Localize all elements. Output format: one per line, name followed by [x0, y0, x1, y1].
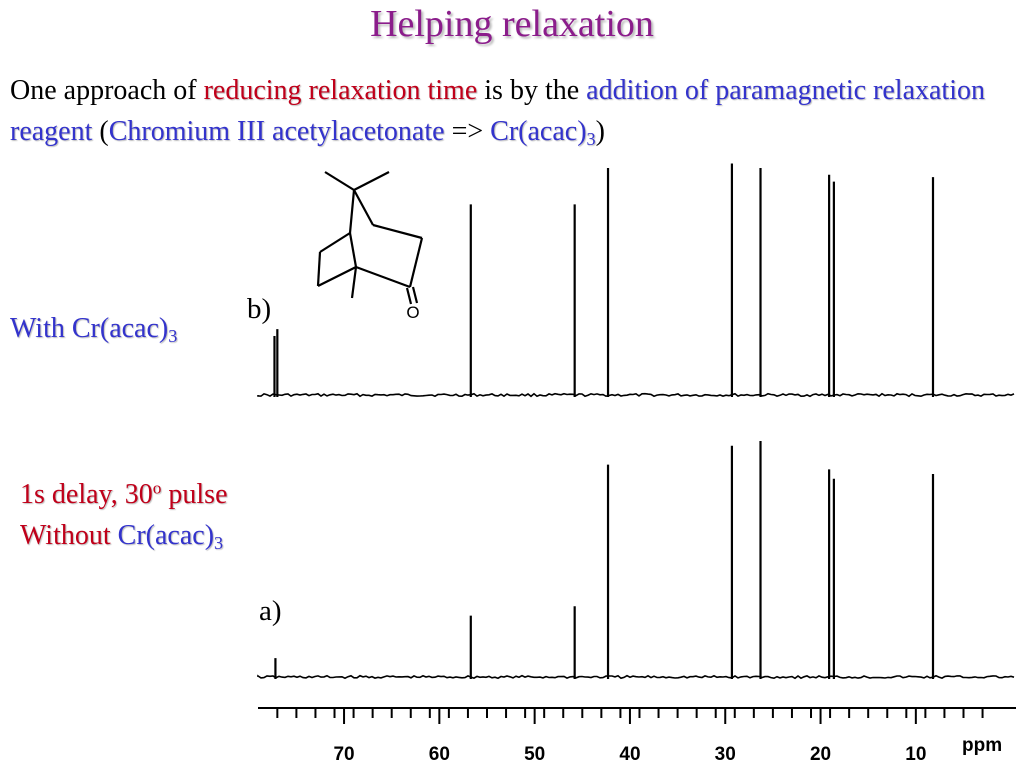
without-text: Without	[20, 520, 118, 551]
spectrum-baseline	[257, 392, 1015, 398]
slide-title: Helping relaxation	[370, 3, 654, 45]
ppm-tick-label: 30	[715, 744, 736, 765]
label-with-subscript: 3	[168, 326, 178, 347]
intro-highlight-chromium: Chromium III acetylacetonate	[108, 116, 445, 147]
formula-text: Cr(acac)	[490, 116, 587, 147]
molecule-double-bond	[405, 287, 413, 305]
intro-segment: is by the	[477, 75, 587, 106]
intro-highlight-formula: Cr(acac)3	[490, 116, 596, 150]
intro-highlight-reagent: addition of paramagnetic relaxation reag…	[10, 75, 985, 147]
label-without-line1: 1s delay, 30o pulse	[20, 474, 228, 515]
formula-subscript: 3	[586, 129, 596, 150]
label-with-reagent: With Cr(acac)3	[10, 308, 177, 349]
ppm-tick-label: 50	[524, 744, 545, 765]
ppm-tick-label: 60	[429, 744, 450, 765]
ppm-tick-label: 40	[619, 744, 640, 765]
molecule-bond	[408, 237, 424, 288]
intro-segment: One approach of	[10, 75, 204, 106]
molecule-bond	[317, 266, 357, 287]
label-with-text: With Cr(acac)	[10, 313, 169, 344]
without-formula: Cr(acac)	[117, 520, 215, 551]
label-without-line2: Without Cr(acac)3	[20, 515, 228, 556]
ppm-tick-label: 70	[333, 744, 354, 765]
panel-label: a)	[259, 595, 282, 627]
intro-segment: )	[595, 116, 605, 147]
molecule-bond	[324, 171, 355, 191]
intro-segment: (	[92, 116, 109, 147]
molecule-bond	[348, 232, 358, 268]
molecule-bond	[316, 251, 322, 287]
molecule-bond	[353, 171, 390, 191]
without-subscript: 3	[214, 533, 224, 554]
intro-segment: =>	[444, 116, 491, 147]
molecule-bond	[350, 266, 358, 299]
ppm-tick-label: 20	[810, 744, 831, 765]
intro-text: One approach of reducing relaxation time…	[10, 70, 1010, 152]
molecule-bond	[348, 189, 356, 234]
camphor-structure-drawing: O	[316, 171, 424, 322]
spectrum-baseline	[257, 674, 1015, 680]
molecule-oxygen-label: O	[406, 303, 419, 322]
molecule-double-bond	[411, 286, 419, 304]
ppm-axis-label: ppm	[962, 735, 1002, 756]
panel-label: b)	[247, 293, 271, 325]
molecule-bond	[353, 189, 374, 226]
delay-text: 1s delay, 30	[20, 479, 153, 510]
intro-highlight-reducing: reducing relaxation time	[203, 75, 478, 106]
label-without-reagent: 1s delay, 30o pulse Without Cr(acac)3	[20, 474, 228, 556]
molecule-bond	[319, 232, 351, 253]
molecule-bond	[372, 223, 423, 240]
ppm-tick-label: 10	[905, 744, 926, 765]
degree-superscript: o	[152, 478, 162, 498]
pulse-text: pulse	[161, 479, 228, 510]
chart-layer: b) a) 70 60 50 40 30 20 10 ppm	[247, 163, 1016, 765]
molecule-bond	[355, 265, 411, 289]
